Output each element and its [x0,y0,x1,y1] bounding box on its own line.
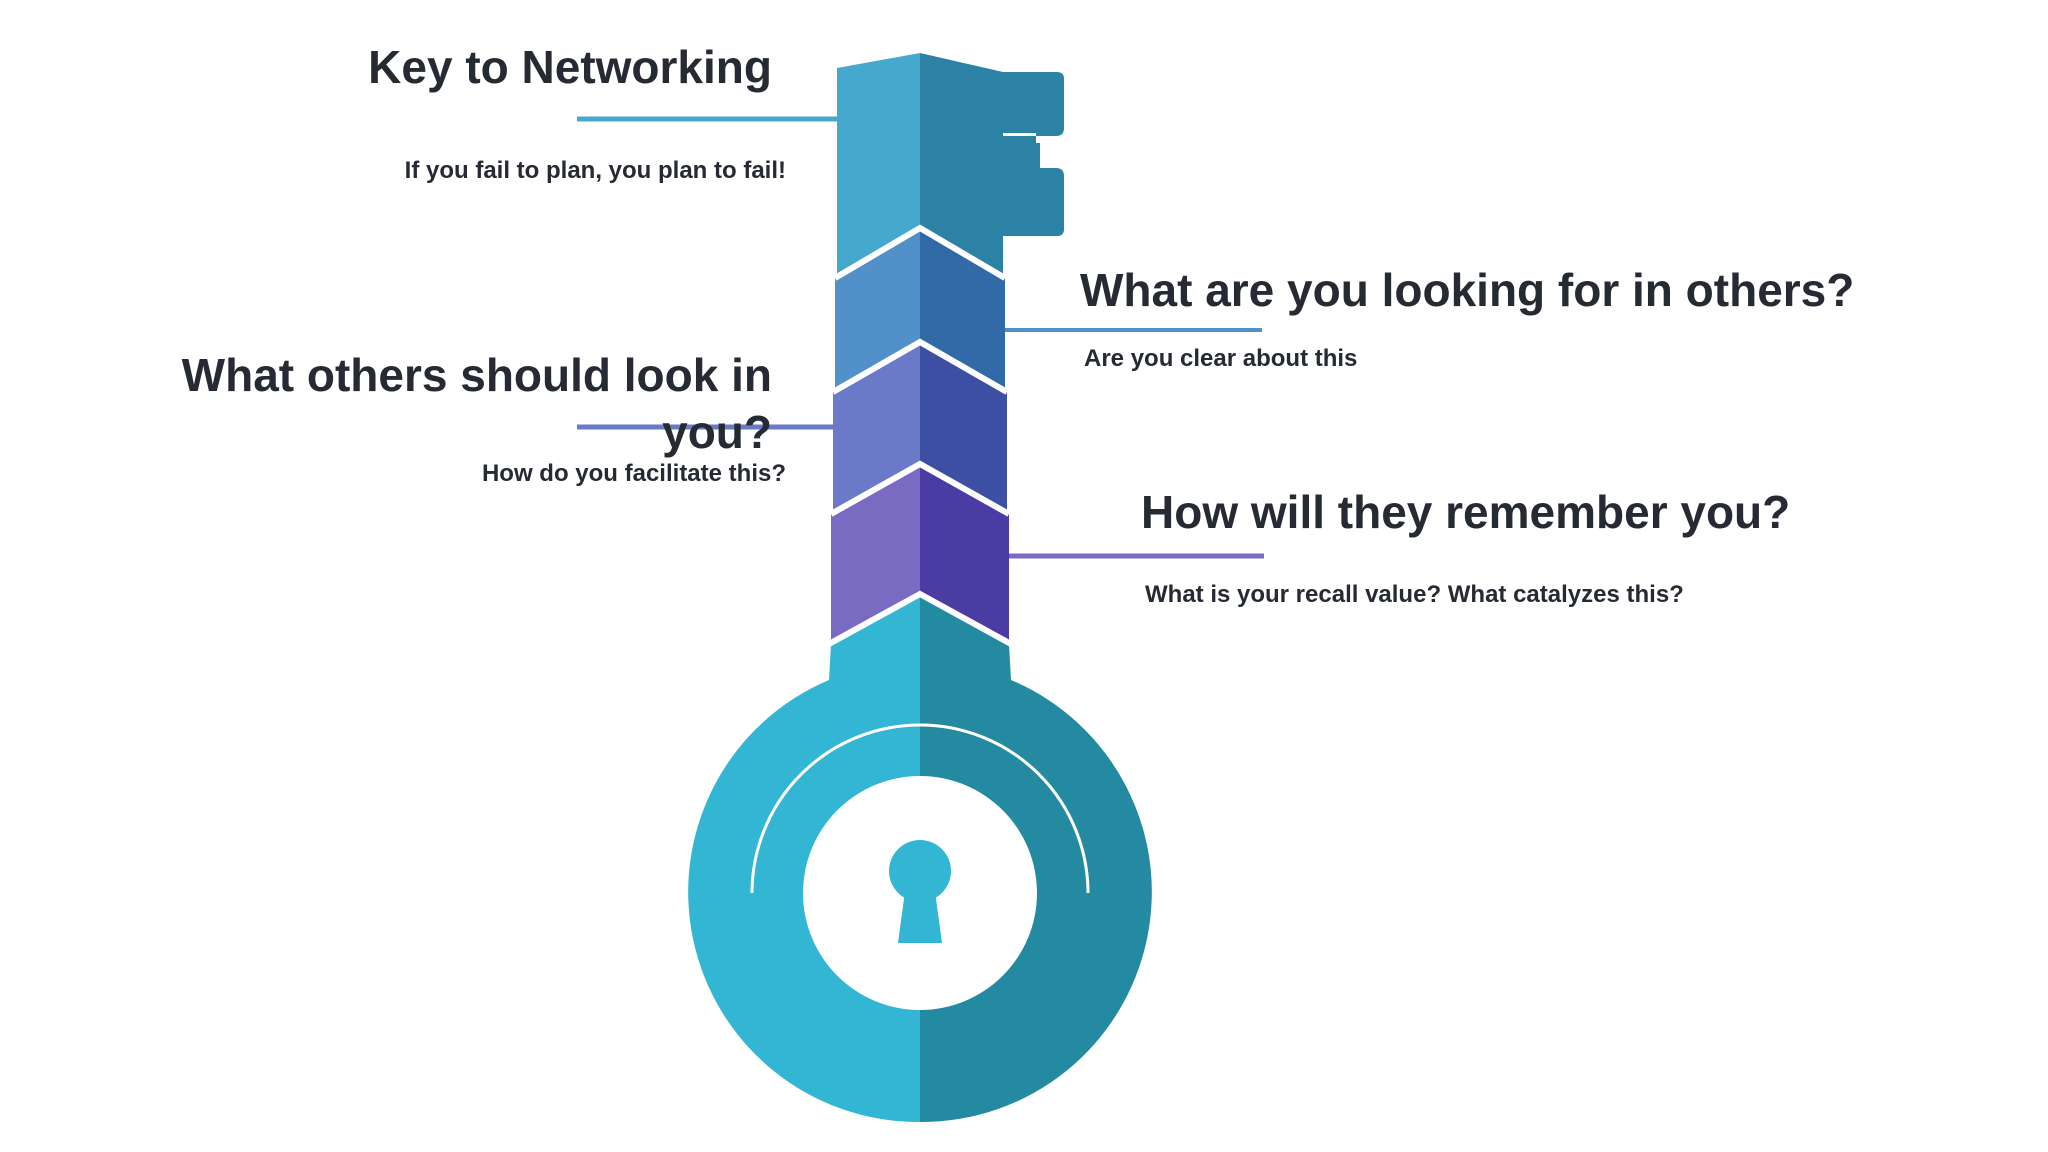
band-1-left [837,53,920,276]
band-3-left [833,342,920,512]
keyhole-icon [889,840,951,943]
key-bit-shape [1000,72,1064,236]
item-2-title: What others should look in you? [181,349,772,459]
separator-4 [827,590,1013,647]
band-3-right [920,342,1007,512]
item-1-subtitle: If you fail to plan, you plan to fail! [404,157,786,184]
item-3-title: What are you looking for in others? [1080,264,1855,316]
item-4-title: How will they remember you? [1141,486,1791,538]
separator-1 [833,224,1007,281]
head-arc [750,723,1090,894]
item-4-subtitle: What is your recall value? What catalyze… [1145,581,1684,608]
band-1-right [920,53,1003,276]
separator-2 [831,338,1009,395]
band-4-right [920,464,1009,642]
key-icon [688,53,1152,1123]
item-3-subtitle: Are you clear about this [1084,345,1358,372]
separator-3 [829,460,1011,517]
item-2-subtitle: How do you facilitate this? [481,460,786,487]
band-4-left [831,464,920,642]
item-1-title: Key to Networking [368,41,772,93]
